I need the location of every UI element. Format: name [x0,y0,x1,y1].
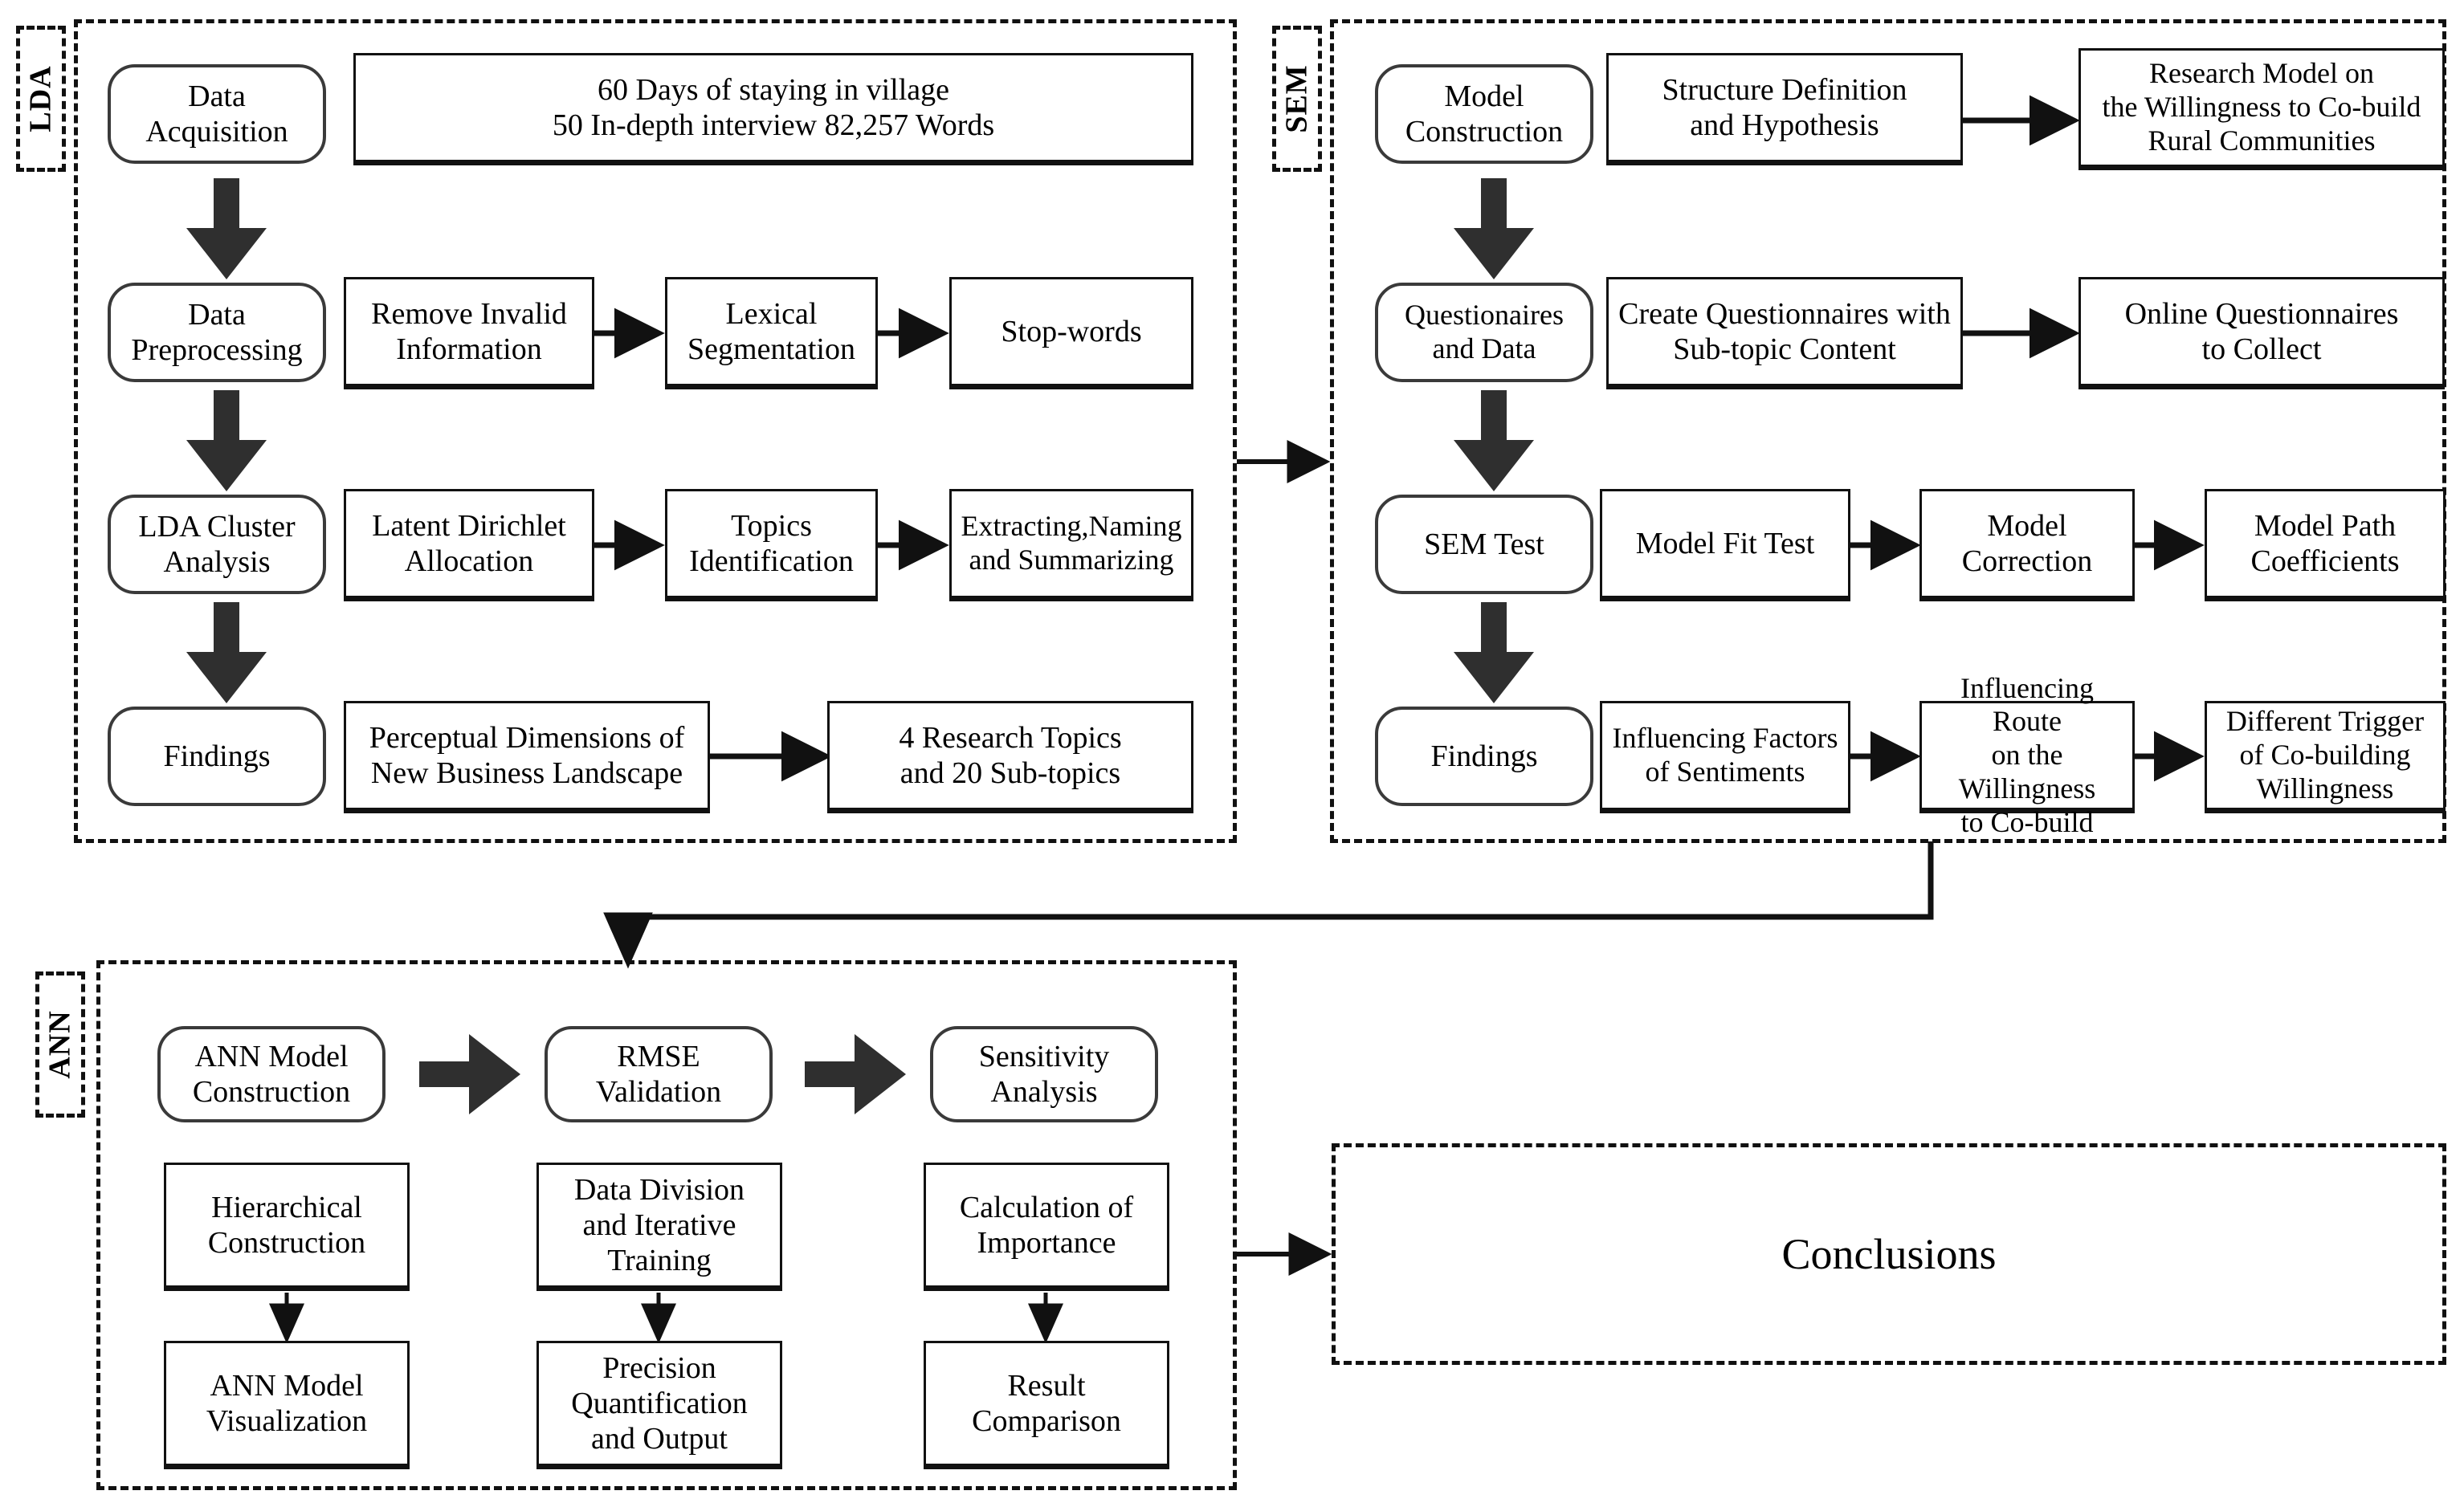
panel-ann [96,960,1237,1490]
lda-step-corpus-summary[interactable]: 60 Days of staying in village 50 In-dept… [353,53,1193,165]
block-arrow-down-lda-1 [186,178,267,279]
block-arrow-right-ann-1 [419,1034,520,1114]
sem-step-influencing-route-willingness[interactable]: Influencing Route on the Willingness to … [1919,672,2135,838]
ann-box-data-division-iterative-training[interactable]: Data Division and Iterative Training [536,1163,782,1291]
conclusions-label: Conclusions [1781,1230,1997,1278]
panel-tag-ann: ANN [35,971,85,1118]
ann-stage-sensitivity-analysis[interactable]: Sensitivity Analysis [930,1026,1158,1122]
ann-box-calculation-of-importance[interactable]: Calculation of Importance [924,1163,1169,1291]
lda-stage-cluster-analysis[interactable]: LDA Cluster Analysis [108,495,326,594]
panel-sem [1330,19,2446,843]
lda-stage-findings[interactable]: Findings [108,707,326,806]
lda-step-latent-dirichlet-allocation[interactable]: Latent Dirichlet Allocation [344,489,594,601]
lda-step-perceptual-dimensions[interactable]: Perceptual Dimensions of New Business La… [344,701,710,813]
block-arrow-right-ann-2 [805,1034,906,1114]
panel-tag-lda-label: LDA [24,65,59,132]
panel-lda [74,19,1237,843]
conclusions-box[interactable]: Conclusions [1332,1143,2446,1365]
sem-step-structure-definition-hypothesis[interactable]: Structure Definition and Hypothesis [1606,53,1963,165]
block-arrow-down-sem-1 [1454,178,1534,279]
lda-stage-data-acquisition[interactable]: Data Acquisition [108,64,326,164]
block-arrow-down-sem-2 [1454,390,1534,491]
sem-step-online-questionnaires[interactable]: Online Questionnaires to Collect [2078,277,2445,389]
sem-step-influencing-factors-sentiments[interactable]: Influencing Factors of Sentiments [1600,701,1850,813]
block-arrow-down-lda-3 [186,602,267,703]
ann-box-model-visualization[interactable]: ANN Model Visualization [164,1341,410,1469]
lda-step-extracting-naming-summarizing[interactable]: Extracting,Naming and Summarizing [949,489,1193,601]
sem-stage-sem-test[interactable]: SEM Test [1375,495,1593,594]
panel-tag-sem-label: SEM [1280,64,1315,133]
ann-box-precision-quantification-output[interactable]: Precision Quantification and Output [536,1341,782,1469]
sem-step-model-correction[interactable]: Model Correction [1919,489,2135,601]
ann-stage-model-construction[interactable]: ANN Model Construction [157,1026,386,1122]
block-arrow-down-lda-2 [186,390,267,491]
sem-stage-model-construction[interactable]: Model Construction [1375,64,1593,164]
lda-step-stop-words[interactable]: Stop-words [949,277,1193,389]
sem-step-research-model-willingness[interactable]: Research Model on the Willingness to Co-… [2078,48,2445,170]
lda-stage-data-preprocessing[interactable]: Data Preprocessing [108,283,326,382]
sem-step-model-fit-test[interactable]: Model Fit Test [1600,489,1850,601]
sem-stage-questionnaires-and-data[interactable]: Questionaires and Data [1375,283,1593,382]
lda-step-research-topics-subtopics[interactable]: 4 Research Topics and 20 Sub-topics [827,701,1193,813]
panel-tag-sem: SEM [1272,26,1322,172]
ann-stage-rmse-validation[interactable]: RMSE Validation [545,1026,773,1122]
lda-step-topics-identification[interactable]: Topics Identification [665,489,878,601]
panel-tag-ann-label: ANN [43,1010,78,1079]
ann-box-hierarchical-construction[interactable]: Hierarchical Construction [164,1163,410,1291]
lda-step-lexical-segmentation[interactable]: Lexical Segmentation [665,277,878,389]
sem-stage-findings[interactable]: Findings [1375,707,1593,806]
ann-box-result-comparison[interactable]: Result Comparison [924,1341,1169,1469]
lda-step-remove-invalid-information[interactable]: Remove Invalid Information [344,277,594,389]
block-arrow-down-sem-3 [1454,602,1534,703]
sem-step-model-path-coefficients[interactable]: Model Path Coefficients [2205,489,2446,601]
panel-tag-lda: LDA [16,26,66,172]
sem-step-different-trigger-cobuilding[interactable]: Different Trigger of Co-building Willing… [2205,701,2446,813]
sem-step-create-questionnaires[interactable]: Create Questionnaires with Sub-topic Con… [1606,277,1963,389]
